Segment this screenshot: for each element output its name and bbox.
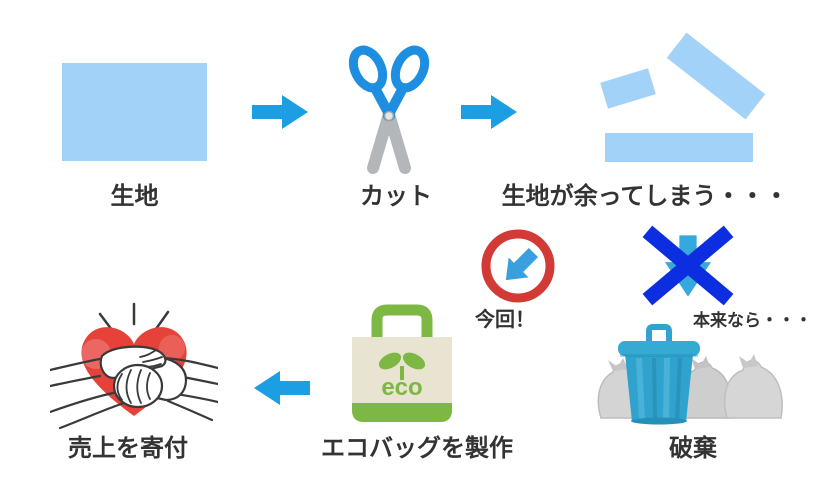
label-this-time: 今回！: [475, 309, 535, 331]
label-discard: 破棄: [669, 435, 717, 462]
fabric-scrap-large: [666, 32, 766, 120]
eco-bag-text: eco: [381, 374, 423, 401]
right-arrow-icon: [461, 95, 517, 129]
ecobag-icon: eco: [352, 304, 452, 424]
this-time-arrow-badge-icon: [481, 229, 555, 303]
label-make-ecobag: エコバッグを製作: [321, 435, 513, 462]
trash-bin-and-garbage-bags-icon: [597, 324, 783, 425]
fabric-swatch: [62, 63, 207, 161]
trash-bin-icon: [618, 324, 700, 425]
heart-hands-icon: [50, 302, 218, 430]
scissors-icon: [348, 45, 430, 174]
label-donate-sales: 売上を寄付: [68, 435, 188, 462]
fabric-scrap-bar: [605, 133, 753, 162]
label-fabric: 生地: [110, 183, 159, 210]
label-cut: カット: [360, 183, 432, 210]
label-leftover-fabric: 生地が余ってしまう・・・: [501, 183, 789, 210]
ecobag-graphic: [352, 304, 452, 422]
right-arrow-icon: [252, 95, 308, 129]
label-normally: 本来なら・・・: [693, 311, 812, 330]
sprout-icon: [378, 352, 426, 380]
prohibited-mark: [642, 225, 734, 306]
left-arrow-icon: [254, 371, 310, 405]
fabric-scrap-small: [600, 68, 656, 109]
